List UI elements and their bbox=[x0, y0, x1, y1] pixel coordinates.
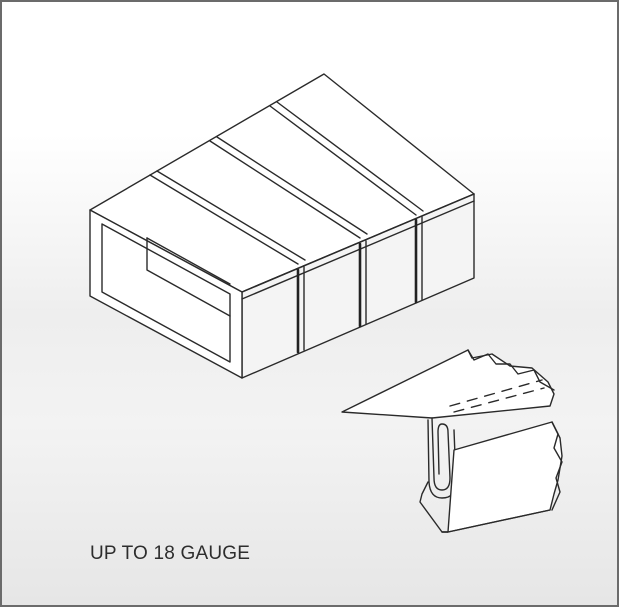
duct-section bbox=[89, 73, 475, 379]
seam-fold bbox=[431, 417, 451, 491]
duct-front-opening bbox=[89, 209, 243, 379]
duct-inner-back-edge bbox=[146, 237, 231, 317]
side-joints bbox=[296, 216, 423, 354]
gauge-caption: UP TO 18 GAUGE bbox=[90, 543, 251, 564]
seam-upper-sheet bbox=[341, 349, 555, 419]
duct-inner-opening bbox=[101, 223, 231, 363]
top-seams bbox=[149, 101, 424, 265]
duct-long-edge bbox=[241, 193, 475, 293]
seam-detail bbox=[341, 349, 563, 533]
seam-lower-sheet bbox=[447, 421, 563, 533]
